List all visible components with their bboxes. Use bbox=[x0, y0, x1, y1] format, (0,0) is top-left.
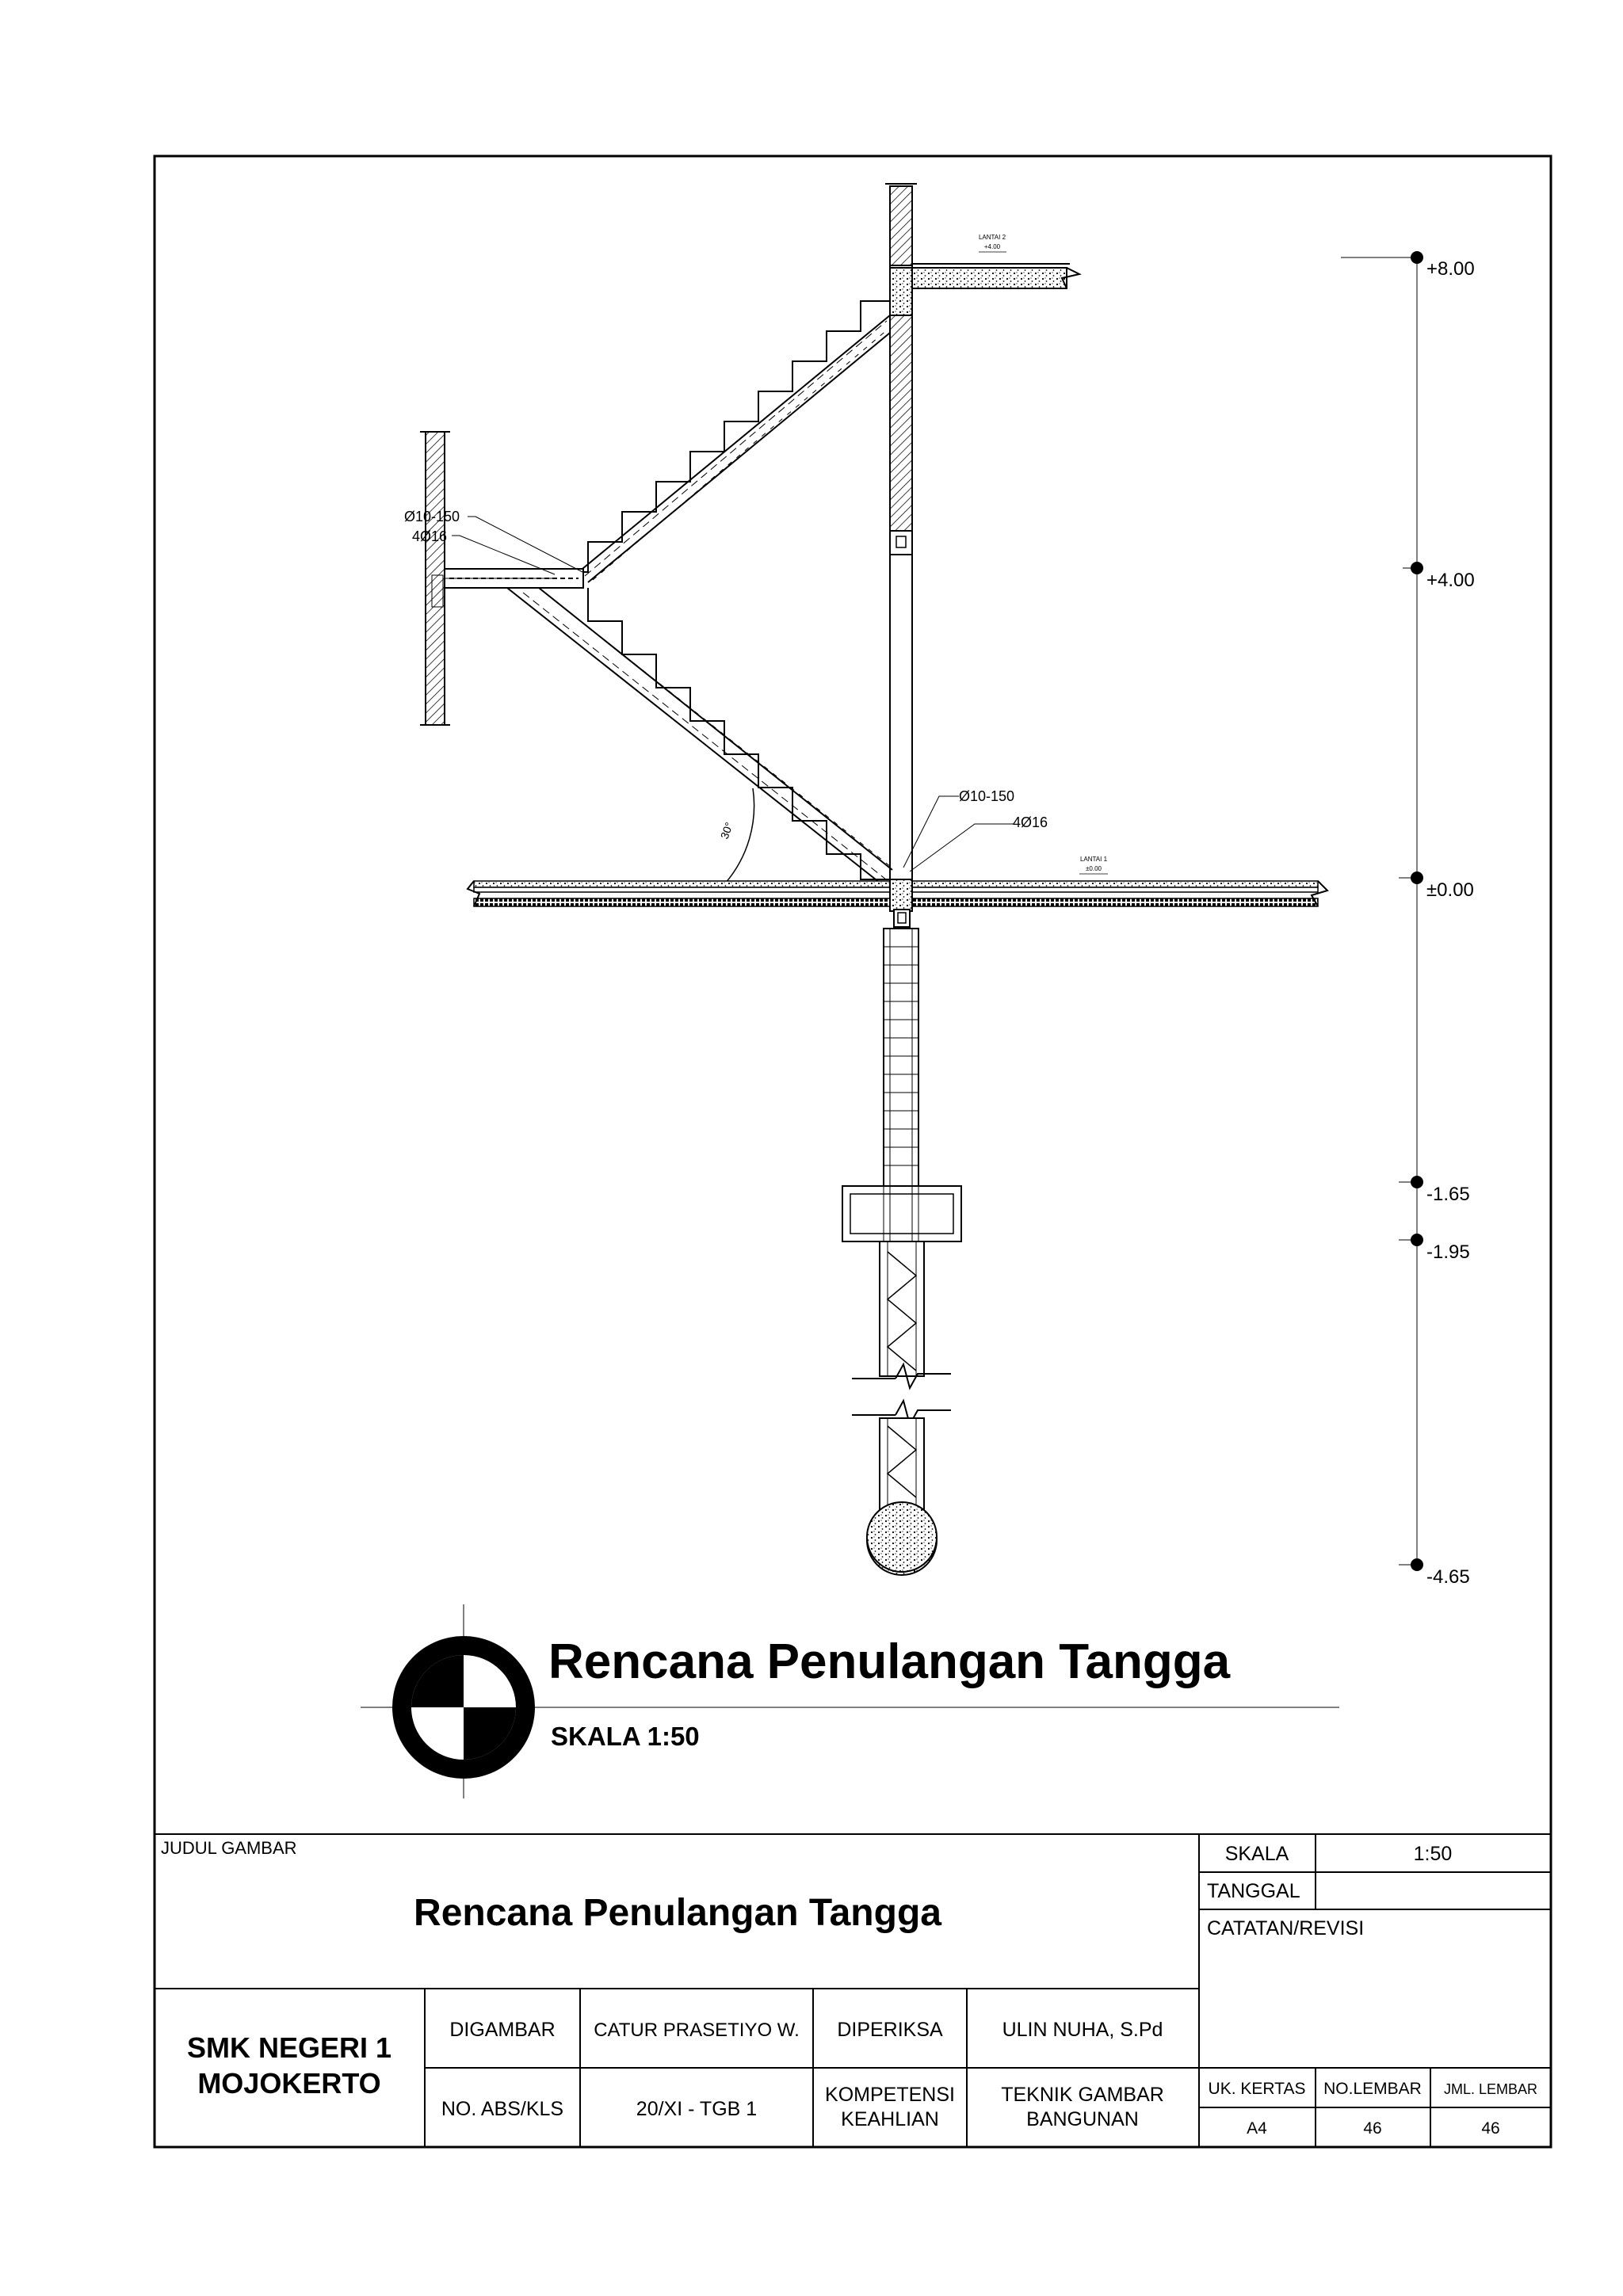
section-symbol-icon bbox=[361, 1604, 1339, 1798]
kompetensi-value-2: BANGUNAN bbox=[1026, 2108, 1139, 2130]
drawing-scale: SKALA 1:50 bbox=[551, 1722, 700, 1751]
elevation-mark: -1.95 bbox=[1399, 1234, 1470, 1263]
uk-kertas-value: A4 bbox=[1247, 2119, 1267, 2138]
lantai2-level: +4.00 bbox=[984, 243, 1001, 250]
no-lembar-label: NO.LEMBAR bbox=[1323, 2080, 1422, 2098]
elevation-label: -4.65 bbox=[1426, 1566, 1470, 1588]
elevation-mark: +8.00 bbox=[1341, 251, 1475, 280]
jml-lembar-value: 46 bbox=[1481, 2119, 1499, 2138]
rebar-callout-upper: Ø10-150 4Ø16 bbox=[404, 509, 583, 575]
elevation-label: ±0.00 bbox=[1426, 879, 1474, 901]
upper-floor-slab bbox=[889, 263, 1082, 316]
rebar-lower-stirrup: Ø10-150 bbox=[959, 788, 1014, 804]
kompetensi-label-1: KOMPETENSI bbox=[825, 2084, 955, 2106]
elevation-label: -1.65 bbox=[1426, 1184, 1470, 1205]
skala-value: 1:50 bbox=[1414, 1843, 1453, 1865]
no-abs-value: 20/XI - TGB 1 bbox=[636, 2098, 757, 2120]
lantai1-label: LANTAI 1 bbox=[1080, 856, 1108, 863]
diperiksa-label: DIPERIKSA bbox=[837, 2019, 943, 2041]
judul-title: Rencana Penulangan Tangga bbox=[414, 1892, 941, 1934]
diperiksa-value: ULIN NUHA, S.Pd bbox=[1002, 2019, 1163, 2041]
bored-pile bbox=[852, 1241, 951, 1576]
lower-stair-flight bbox=[506, 587, 893, 887]
column-below-ground bbox=[883, 928, 919, 1187]
elevation-label: +8.00 bbox=[1426, 258, 1475, 280]
no-lembar-value: 46 bbox=[1363, 2119, 1381, 2138]
ground-floor-slab bbox=[466, 879, 1329, 928]
kompetensi-label-2: KEAHLIAN bbox=[841, 2108, 939, 2130]
upper-stair-flight bbox=[554, 300, 891, 583]
kompetensi-value-1: TEKNIK GAMBAR bbox=[1001, 2084, 1164, 2106]
drawing-title: Rencana Penulangan Tangga bbox=[548, 1634, 1231, 1689]
school-name-2: MOJOKERTO bbox=[197, 2067, 380, 2100]
tanggal-label: TANGGAL bbox=[1207, 1880, 1300, 1902]
uk-kertas-label: UK. KERTAS bbox=[1209, 2080, 1306, 2098]
pile-cap bbox=[842, 1185, 962, 1242]
elevation-mark: +4.00 bbox=[1403, 562, 1475, 591]
elevation-mark: -1.65 bbox=[1399, 1176, 1470, 1205]
rebar-callout-lower: Ø10-150 4Ø16 bbox=[903, 788, 1048, 872]
digambar-label: DIGAMBAR bbox=[449, 2019, 555, 2041]
stair-section-drawing: 30° bbox=[404, 183, 1329, 1576]
judul-label: JUDUL GAMBAR bbox=[161, 1838, 297, 1858]
school-name-1: SMK NEGERI 1 bbox=[187, 2031, 391, 2064]
catatan-label: CATATAN/REVISI bbox=[1207, 1917, 1364, 1939]
stair-landing bbox=[431, 568, 584, 608]
elevation-label: -1.95 bbox=[1426, 1241, 1470, 1263]
elevation-mark: -4.65 bbox=[1399, 1558, 1470, 1588]
drawing-title-block: Rencana Penulangan Tangga SKALA 1:50 bbox=[361, 1604, 1339, 1798]
angle-label: 30° bbox=[718, 821, 735, 841]
angle-arc bbox=[724, 788, 755, 884]
title-block-table bbox=[155, 1833, 1551, 2147]
lantai2-label: LANTAI 2 bbox=[979, 234, 1006, 241]
lantai1-level: ±0.00 bbox=[1086, 865, 1102, 872]
digambar-value: CATUR PRASETIYO W. bbox=[594, 2019, 800, 2041]
rebar-upper-stirrup: Ø10-150 bbox=[404, 509, 460, 524]
elevation-mark: ±0.00 bbox=[1399, 871, 1474, 901]
no-abs-label: NO. ABS/KLS bbox=[441, 2098, 563, 2120]
title-block-text: JUDUL GAMBAR Rencana Penulangan Tangga S… bbox=[161, 1838, 1537, 2138]
rebar-upper-main: 4Ø16 bbox=[412, 528, 447, 544]
jml-lembar-label: JML. LEMBAR bbox=[1444, 2081, 1537, 2097]
left-wall bbox=[420, 431, 450, 726]
rebar-lower-main: 4Ø16 bbox=[1013, 814, 1048, 830]
skala-label: SKALA bbox=[1225, 1843, 1289, 1865]
elevation-scale: +8.00 +4.00 ±0.00 -1.65 -1.95 -4.65 bbox=[1341, 251, 1475, 1588]
elevation-label: +4.00 bbox=[1426, 570, 1475, 591]
sheet-border bbox=[153, 154, 1552, 2149]
